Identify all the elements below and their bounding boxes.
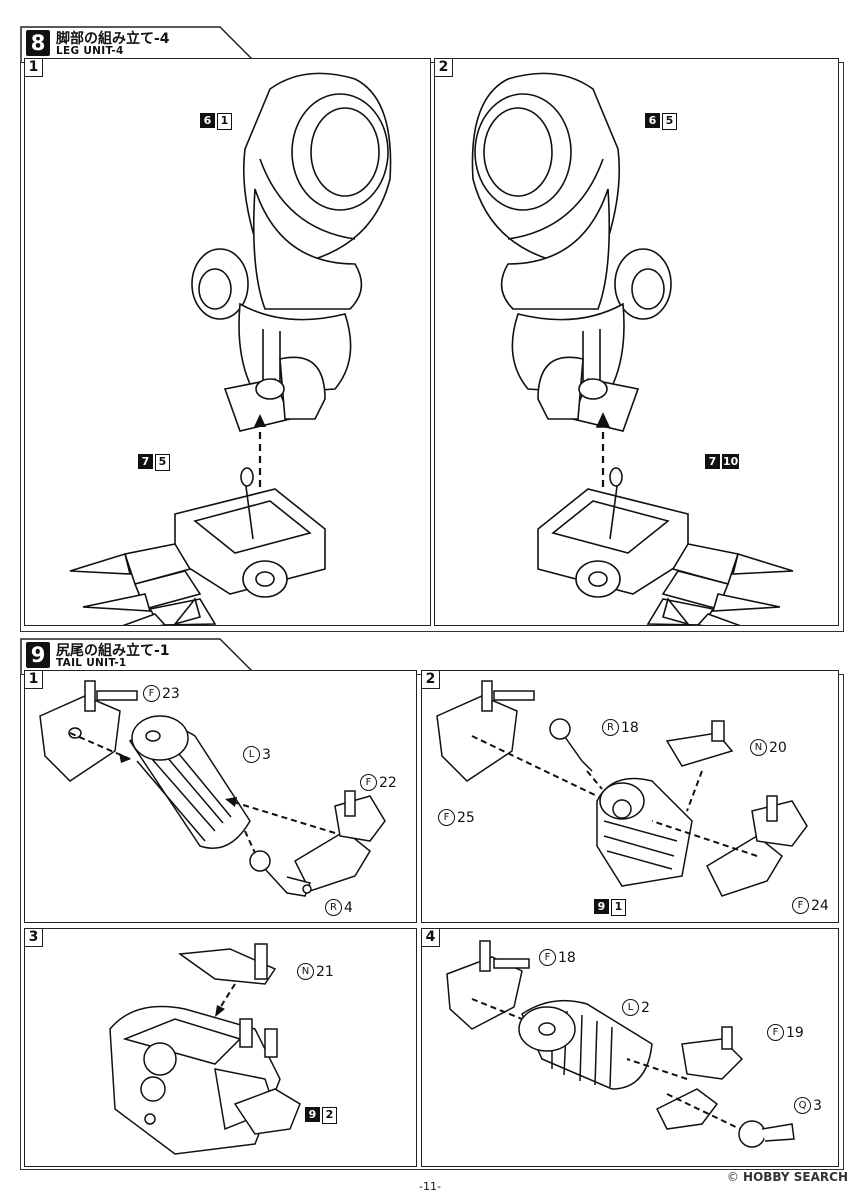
tail-assembly-illustration <box>436 680 808 897</box>
watermark-text: HOBBY SEARCH <box>743 1170 848 1184</box>
step-number: 2 <box>422 671 440 689</box>
tail-assembly-illustration <box>446 940 795 1148</box>
step-panel-8-2: 2 <box>434 58 839 626</box>
section-title-en: TAIL UNIT-1 <box>56 657 127 669</box>
section-title-en: LEG UNIT-4 <box>56 45 124 57</box>
foot-part <box>69 467 326 625</box>
section-title-jp: 脚部の組み立て-4 <box>56 31 170 47</box>
section-tab-shape <box>20 26 257 64</box>
leg-assembly-illustration <box>69 72 392 625</box>
step-number: 3 <box>25 929 43 947</box>
step-number: 2 <box>435 59 453 77</box>
section-title-jp: 尻尾の組み立て-1 <box>56 643 170 659</box>
page-number: -11- <box>419 1180 441 1193</box>
step-number: 1 <box>25 671 43 689</box>
section-tab-shape <box>20 638 257 676</box>
watermark: © HOBBY SEARCH <box>727 1170 848 1184</box>
knee-ring-inner <box>310 107 380 197</box>
section-number: 9 <box>26 642 50 668</box>
step-number: 4 <box>422 929 440 947</box>
step-panel-8-1: 1 <box>24 58 431 626</box>
section-number: 8 <box>26 30 50 56</box>
leg-assembly-illustration <box>471 72 794 625</box>
section-8-frame <box>20 62 844 632</box>
step-number: 1 <box>25 59 43 77</box>
tail-assembly-illustration <box>39 680 386 897</box>
section-8-header: 8 脚部の組み立て-4 LEG UNIT-4 <box>20 24 260 64</box>
watermark-copyright-symbol: © <box>726 1170 739 1184</box>
section-9-header: 9 尻尾の組み立て-1 TAIL UNIT-1 <box>20 636 260 676</box>
tail-assembly-illustration <box>109 943 301 1155</box>
